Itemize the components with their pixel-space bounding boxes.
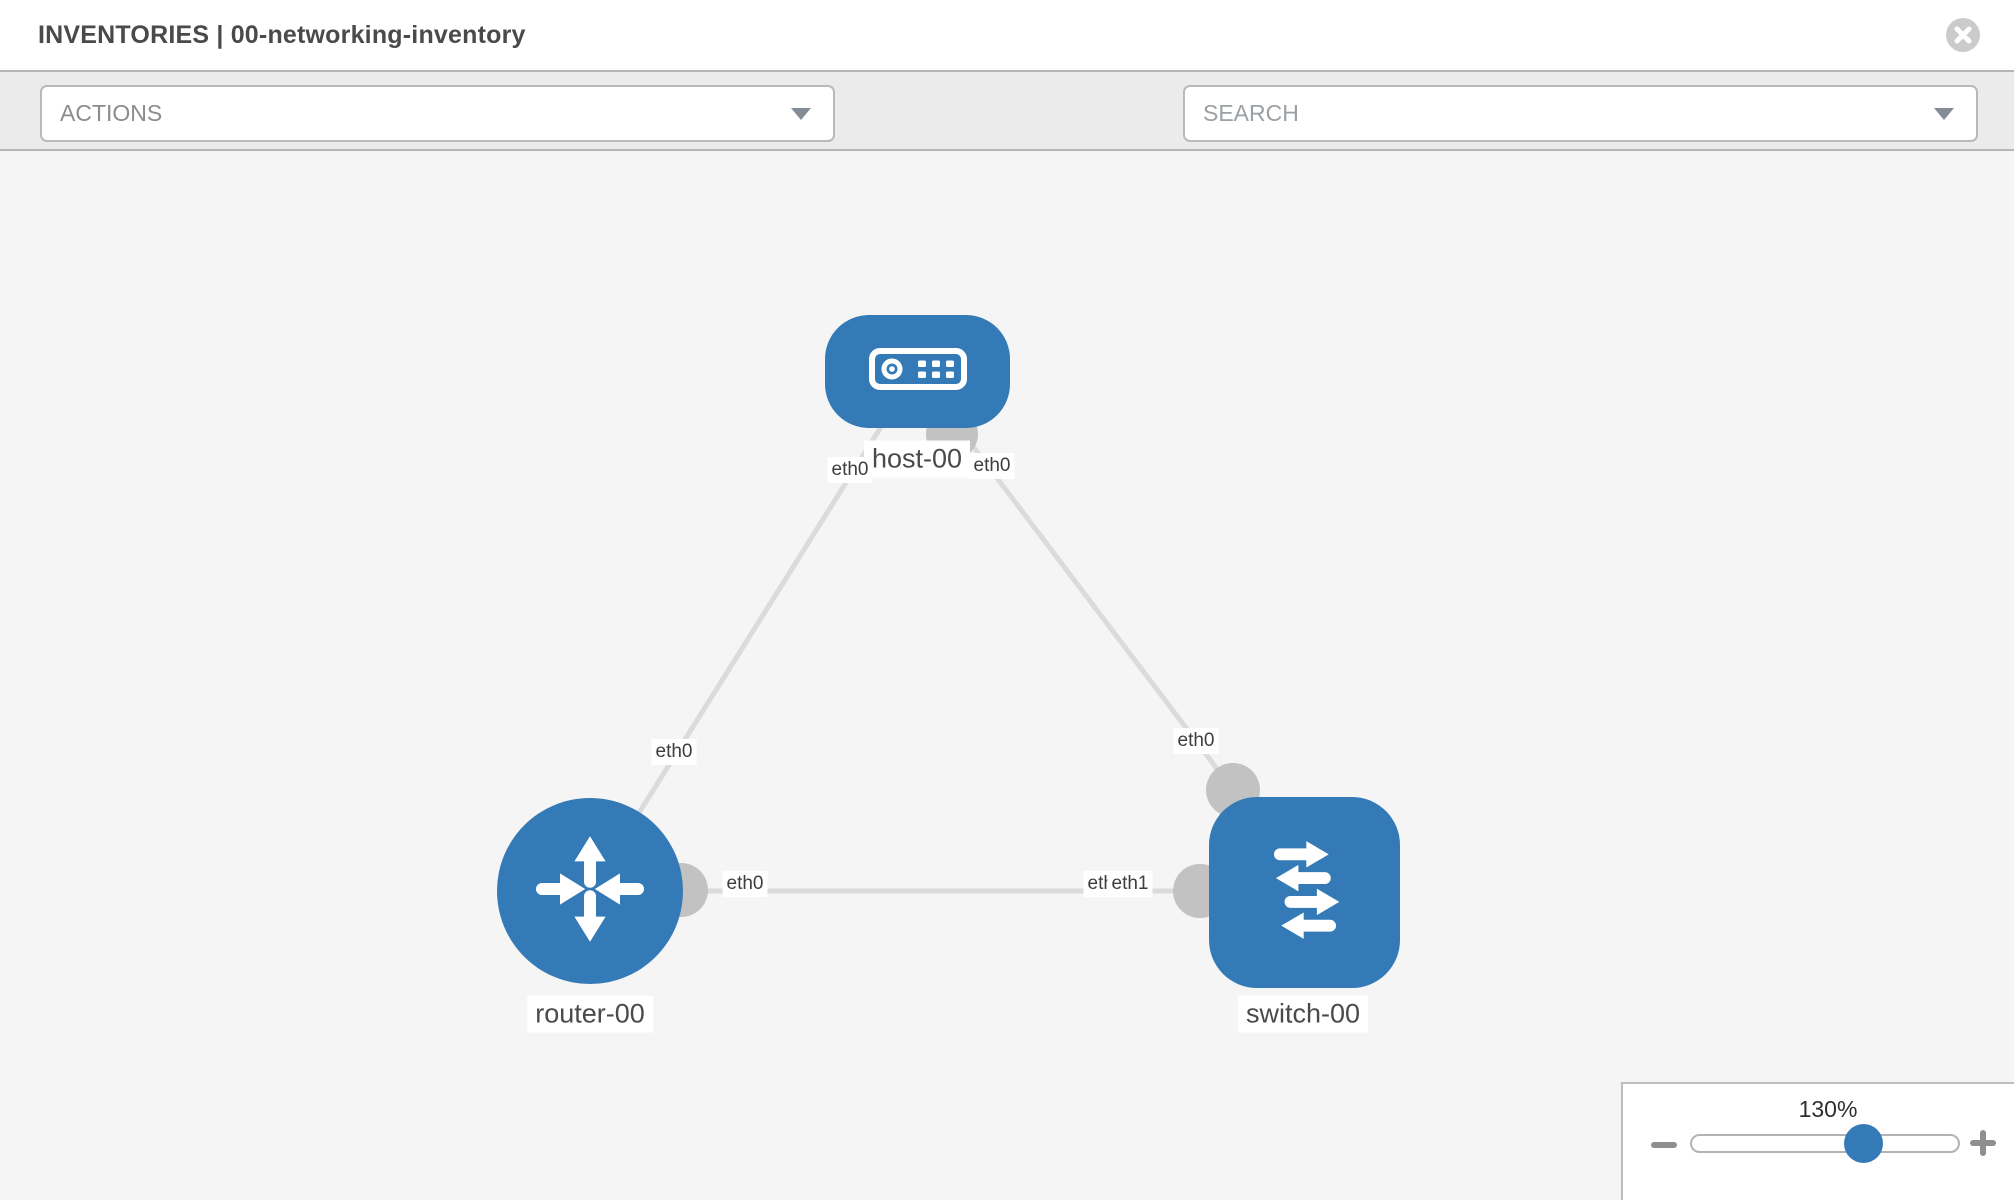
actions-dropdown-label: ACTIONS [60, 100, 163, 126]
links-layer [587, 369, 1303, 918]
minus-icon [1651, 1142, 1677, 1148]
search-placeholder: SEARCH [1203, 100, 1299, 126]
node-router-00[interactable] [497, 798, 683, 984]
node-switch-00[interactable] [1209, 797, 1400, 988]
interface-label: eth0 [1173, 728, 1219, 754]
chevron-down-icon [791, 107, 811, 120]
zoom-slider-handle[interactable] [1844, 1124, 1883, 1163]
interface-label: eth0 [969, 453, 1015, 479]
node-label-switch: switch-00 [1237, 995, 1369, 1033]
interface-label: eth0 [651, 739, 697, 765]
interface-label: eth1 [1107, 871, 1153, 897]
close-button[interactable] [1946, 18, 1980, 52]
zoom-level-label: 130% [1798, 1096, 1858, 1122]
chevron-down-icon [1934, 107, 1954, 120]
server-icon [868, 346, 968, 397]
zoom-panel: 130% [1621, 1082, 2014, 1200]
switch-arrows-icon [1239, 824, 1371, 961]
topology-canvas[interactable]: host-00 router-00 switch-00 eth0 eth0 et… [0, 151, 2014, 1200]
search-dropdown[interactable]: SEARCH [1183, 85, 1978, 142]
page-title: INVENTORIES | 00-networking-inventory [38, 21, 526, 49]
plus-icon [1980, 1130, 1986, 1156]
node-host-00[interactable] [825, 315, 1010, 428]
zoom-slider-track[interactable] [1690, 1134, 1960, 1153]
node-label-host: host-00 [863, 440, 971, 478]
node-label-router: router-00 [527, 995, 653, 1033]
actions-dropdown[interactable]: ACTIONS [40, 85, 835, 142]
header: INVENTORIES | 00-networking-inventory [0, 0, 2014, 70]
zoom-in-button[interactable] [1970, 1130, 1996, 1156]
interface-label: eth0 [827, 457, 873, 483]
zoom-out-button[interactable] [1651, 1132, 1677, 1158]
router-arrows-icon [530, 829, 650, 954]
interface-label: eth0 [722, 871, 768, 897]
toolbar: ACTIONS [0, 70, 2014, 207]
